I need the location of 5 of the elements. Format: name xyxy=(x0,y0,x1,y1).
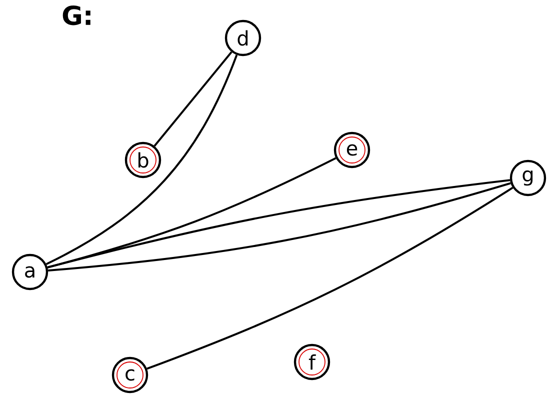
edge-line xyxy=(46,54,238,266)
edge-line xyxy=(47,157,336,268)
edge-line xyxy=(146,186,514,370)
edge-line xyxy=(154,51,232,147)
graph-title: G: xyxy=(62,6,90,26)
